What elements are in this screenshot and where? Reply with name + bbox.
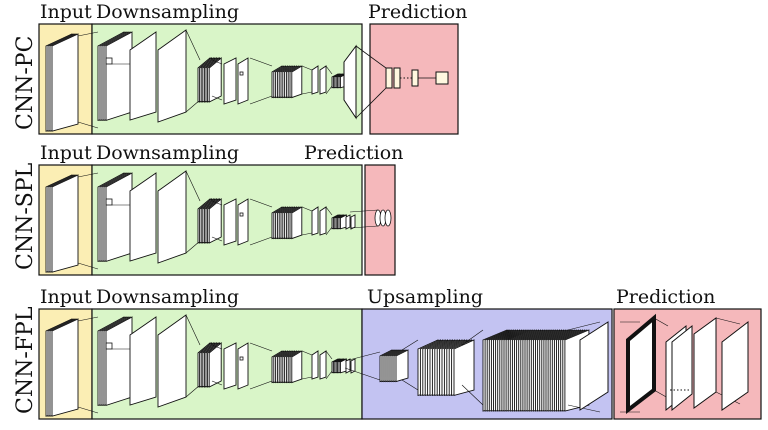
downsampling-label: Downsampling: [96, 142, 239, 164]
downsampling-layers: [45, 29, 356, 132]
row-cnn-pc: Input Downsampling Prediction CNN-PC: [13, 1, 467, 135]
row-cnn-fpl: Input Downsampling Upsampling Prediction…: [13, 286, 762, 420]
row-label: CNN-PC: [13, 36, 38, 130]
upsampling-layers: [344, 321, 609, 413]
prediction-label: Prediction: [304, 142, 403, 164]
downsampling-label: Downsampling: [96, 1, 239, 23]
input-label: Input: [40, 142, 92, 164]
row-cnn-spl: Input Downsampling Prediction CNN-SPL: [13, 142, 403, 276]
upsampling-label: Upsampling: [367, 286, 483, 308]
prediction-label: Prediction: [368, 1, 467, 23]
prediction-label: Prediction: [616, 286, 715, 308]
row-label: CNN-SPL: [13, 162, 38, 270]
downsampling-layers: [45, 170, 356, 273]
row-label: CNN-FPL: [13, 306, 38, 414]
prediction-outputs: [349, 209, 392, 229]
prediction-layers: [620, 313, 749, 415]
fully-connected-layers: [343, 44, 449, 120]
downsampling-label: Downsampling: [96, 286, 239, 308]
downsampling-layers: [45, 314, 356, 417]
input-label: Input: [40, 1, 92, 23]
input-label: Input: [40, 286, 92, 308]
